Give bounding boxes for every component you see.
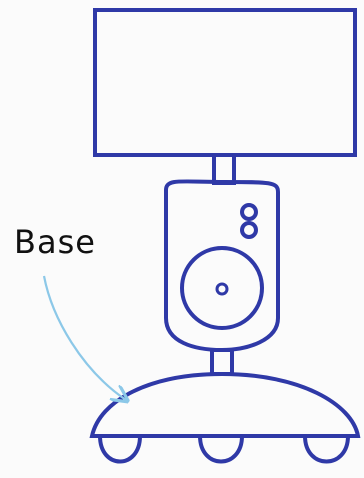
base-label: Base: [14, 223, 96, 261]
wheel-middle: [198, 435, 244, 464]
robot-base-dome: [89, 371, 361, 438]
button-bottom: [240, 221, 258, 239]
speaker-center: [215, 282, 229, 296]
wheel-right: [303, 435, 350, 464]
robot-body: [164, 179, 280, 353]
robot-lower-neck: [210, 348, 234, 376]
wheel-left: [98, 435, 142, 464]
robot-neck: [212, 153, 236, 185]
base-arrow: [42, 275, 126, 400]
speaker-outer: [180, 246, 264, 330]
button-top: [240, 203, 258, 221]
robot-screen: [93, 8, 357, 157]
